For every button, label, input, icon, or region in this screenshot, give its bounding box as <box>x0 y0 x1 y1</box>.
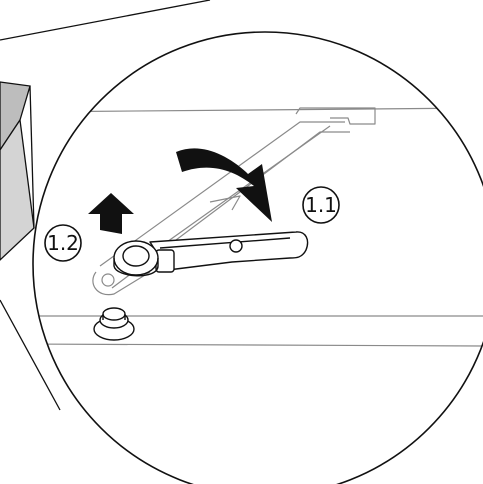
release-latch <box>113 231 309 277</box>
rotate-arrow-icon <box>176 148 272 222</box>
callout-step-1-2: 1.2 <box>44 224 82 262</box>
panel-edges <box>33 107 483 347</box>
outer-panel-fragment <box>0 81 35 261</box>
leader-line-top <box>0 0 211 41</box>
magnifier-circle <box>32 31 483 484</box>
callout-step-1-1: 1.1 <box>302 186 340 224</box>
magnified-view <box>33 107 483 347</box>
leader-line-bottom <box>0 299 61 411</box>
lift-arrow-icon <box>88 193 134 234</box>
stud-pin <box>93 307 135 341</box>
leader-lines <box>0 0 211 411</box>
callout-label-1-2: 1.2 <box>47 231 79 255</box>
callout-label-1-1: 1.1 <box>305 193 337 217</box>
